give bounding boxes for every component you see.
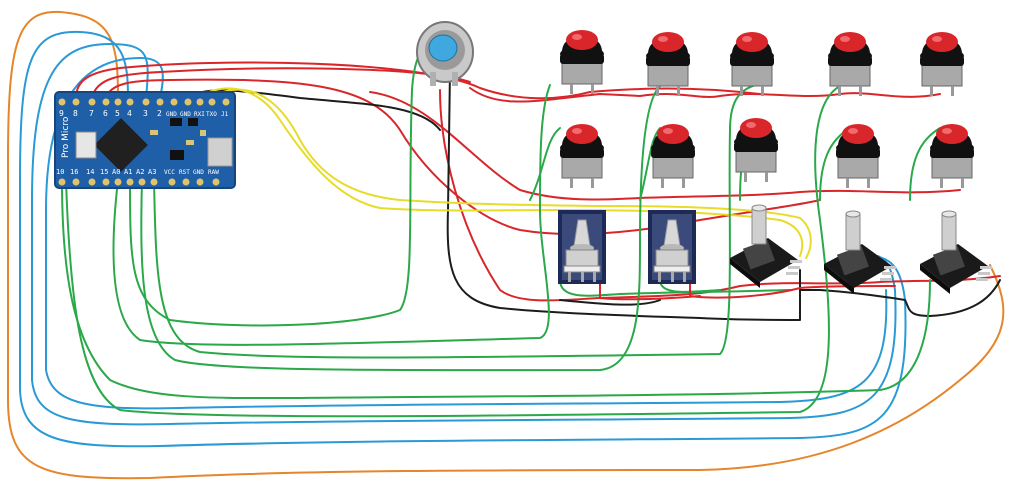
top-pin-holes (58, 98, 230, 106)
pin-label: GND (193, 169, 204, 176)
toggle-switch (557, 209, 607, 285)
pin-label: 8 (73, 109, 78, 118)
pin-label: 15 (100, 168, 108, 176)
red-wire (91, 67, 471, 99)
push-button (645, 31, 691, 97)
green-wire (153, 83, 761, 359)
push-buttons-row-top (559, 29, 965, 97)
push-button (733, 117, 779, 183)
green-wire (65, 85, 841, 418)
pin-label: A0 (112, 168, 120, 176)
pin-label: J1 (221, 111, 229, 118)
crystal (75, 131, 97, 159)
pin-label: 16 (70, 168, 78, 176)
pin-label: 14 (86, 168, 94, 176)
pin-label: A2 (136, 168, 144, 176)
toggle-switch (647, 209, 697, 285)
pin-label: A3 (148, 168, 156, 176)
push-button (929, 123, 975, 189)
wires (7, 10, 1005, 480)
pin-label: RXI (194, 111, 205, 118)
green-wire (129, 41, 431, 327)
green-wire (61, 179, 931, 400)
push-button (559, 123, 605, 189)
pin-label: RAW (208, 169, 219, 176)
toggle-switches (557, 209, 697, 285)
green-wire (112, 84, 551, 346)
pin-label: 7 (89, 109, 94, 118)
red-wire (439, 89, 1001, 302)
yellow-wire (199, 87, 804, 257)
push-button (835, 123, 881, 189)
pin-label: GND (166, 111, 177, 118)
push-button (650, 123, 696, 189)
red-wire (75, 61, 761, 100)
pin-label: 4 (127, 109, 132, 118)
blue-wire (31, 43, 897, 426)
blue-wire (19, 30, 907, 448)
bottom-pin-holes (58, 178, 220, 186)
pin-label: 3 (143, 109, 148, 118)
pin-label: 10 (56, 168, 64, 176)
pro-micro-board: Pro Micro (54, 91, 236, 189)
yellow-wire (211, 88, 812, 259)
mcu-chip (94, 118, 148, 172)
pin-label: 5 (115, 109, 120, 118)
red-wire (599, 279, 896, 301)
top-pin-labels: 9 8 7 6 5 4 3 2 GND GND RXI TXO J1 (59, 109, 229, 118)
usb-connector (207, 137, 233, 167)
orange-wire (7, 10, 1005, 480)
board-title: Pro Micro (61, 116, 71, 158)
pin-label: VCC (164, 169, 175, 176)
pin-label: GND (180, 111, 191, 118)
black-wire (559, 269, 801, 306)
pin-label: 9 (59, 109, 64, 118)
red-wire (105, 78, 821, 236)
black-wire (446, 69, 1001, 321)
push-button (827, 31, 873, 97)
push-button (729, 31, 775, 97)
pin-label: A1 (124, 168, 132, 176)
pin-label: RST (179, 169, 190, 176)
led-push-button (416, 21, 474, 86)
pin-label: TXO (206, 111, 217, 118)
bottom-pin-labels: 10 16 14 15 A0 A1 A2 A3 VCC RST GND RAW (56, 168, 219, 176)
pin-label: 2 (157, 109, 162, 118)
blue-wire (45, 57, 888, 410)
pin-label: 6 (103, 109, 108, 118)
push-button (919, 31, 965, 97)
push-button (559, 29, 605, 95)
rotary-encoder (729, 204, 803, 289)
